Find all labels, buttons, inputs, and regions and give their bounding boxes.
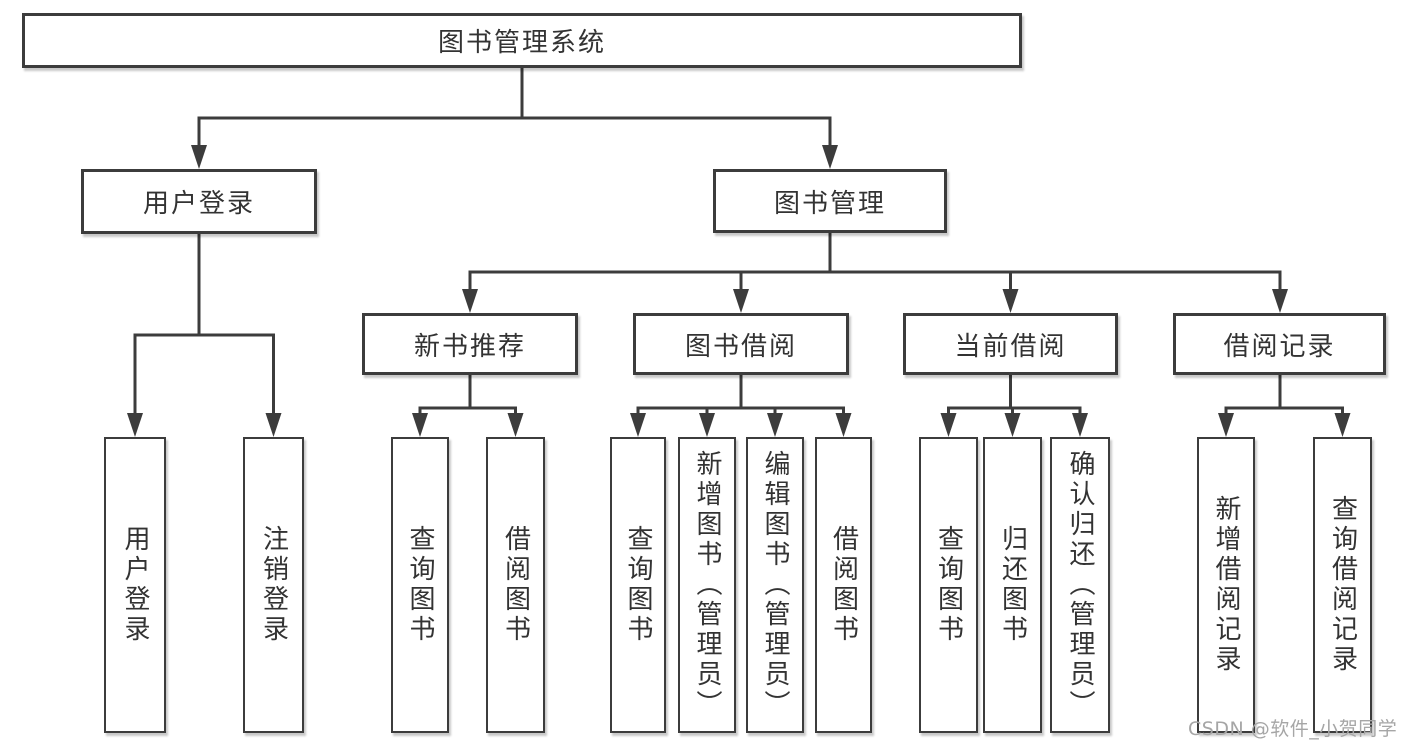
- edge-user-login-children: [127, 232, 282, 437]
- leaf-user-login: 用户登录: [104, 437, 166, 733]
- node-borrow-records: 借阅记录: [1173, 313, 1386, 375]
- leaf-add-borrow-record-label: 新增借阅记录: [1211, 495, 1241, 675]
- leaf-borrow-books-recommend: 借阅图书: [486, 437, 545, 733]
- node-book-borrow: 图书借阅: [633, 313, 849, 375]
- leaf-query-books-recommend: 查询图书: [391, 437, 449, 733]
- leaf-add-books-admin-label: 新增图书（管理员）: [692, 450, 722, 720]
- leaf-add-books-admin: 新增图书（管理员）: [678, 437, 736, 733]
- leaf-borrow-books-recommend-label: 借阅图书: [500, 525, 531, 645]
- leaf-user-login-label: 用户登录: [120, 525, 150, 645]
- leaf-query-borrow-record: 查询借阅记录: [1313, 437, 1372, 733]
- leaf-query-books-recommend-label: 查询图书: [405, 525, 435, 645]
- leaf-query-books-borrow-label: 查询图书: [623, 525, 653, 645]
- edge-current-borrow-children: [940, 373, 1088, 437]
- leaf-edit-books-admin-label: 编辑图书（管理员）: [760, 450, 790, 720]
- node-user-login-label: 用户登录: [142, 189, 255, 219]
- leaf-borrow-books-label: 借阅图书: [828, 525, 859, 645]
- node-book-management: 图书管理: [713, 169, 947, 233]
- leaf-confirm-return-admin-label: 确认归还（管理员）: [1065, 450, 1095, 720]
- edge-borrow-record-children: [1218, 373, 1351, 437]
- leaf-return-books-label: 归还图书: [997, 525, 1028, 645]
- leaf-add-borrow-record: 新增借阅记录: [1197, 437, 1255, 733]
- edge-new-book-children: [412, 373, 524, 437]
- node-root: 图书管理系统: [22, 13, 1022, 68]
- leaf-logout-label: 注销登录: [258, 525, 289, 645]
- node-current-borrow-label: 当前借阅: [954, 331, 1067, 362]
- node-book-borrow-label: 图书借阅: [684, 331, 797, 362]
- edge-book-borrow-children: [630, 373, 852, 437]
- node-borrow-records-label: 借阅记录: [1223, 331, 1336, 362]
- node-new-book-recommend-label: 新书推荐: [413, 331, 526, 362]
- edge-root-to-level1: [191, 66, 838, 169]
- leaf-borrow-books: 借阅图书: [815, 437, 872, 733]
- node-root-label: 图书管理系统: [437, 28, 606, 58]
- leaf-query-books-current: 查询图书: [919, 437, 978, 733]
- leaf-logout: 注销登录: [243, 437, 304, 733]
- node-new-book-recommend: 新书推荐: [362, 313, 578, 375]
- leaf-query-borrow-record-label: 查询借阅记录: [1327, 495, 1358, 675]
- node-user-login: 用户登录: [81, 169, 317, 234]
- node-book-management-label: 图书管理: [773, 188, 886, 219]
- leaf-confirm-return-admin: 确认归还（管理员）: [1050, 437, 1110, 733]
- leaf-return-books: 归还图书: [983, 437, 1042, 733]
- csdn-watermark: CSDN @软件_小贺同学: [1188, 718, 1398, 740]
- edge-book-mgmt-children: [462, 231, 1288, 313]
- leaf-query-books-current-label: 查询图书: [933, 525, 964, 645]
- leaf-edit-books-admin: 编辑图书（管理员）: [746, 437, 804, 733]
- node-current-borrow: 当前借阅: [903, 313, 1118, 375]
- leaf-query-books-borrow: 查询图书: [610, 437, 666, 733]
